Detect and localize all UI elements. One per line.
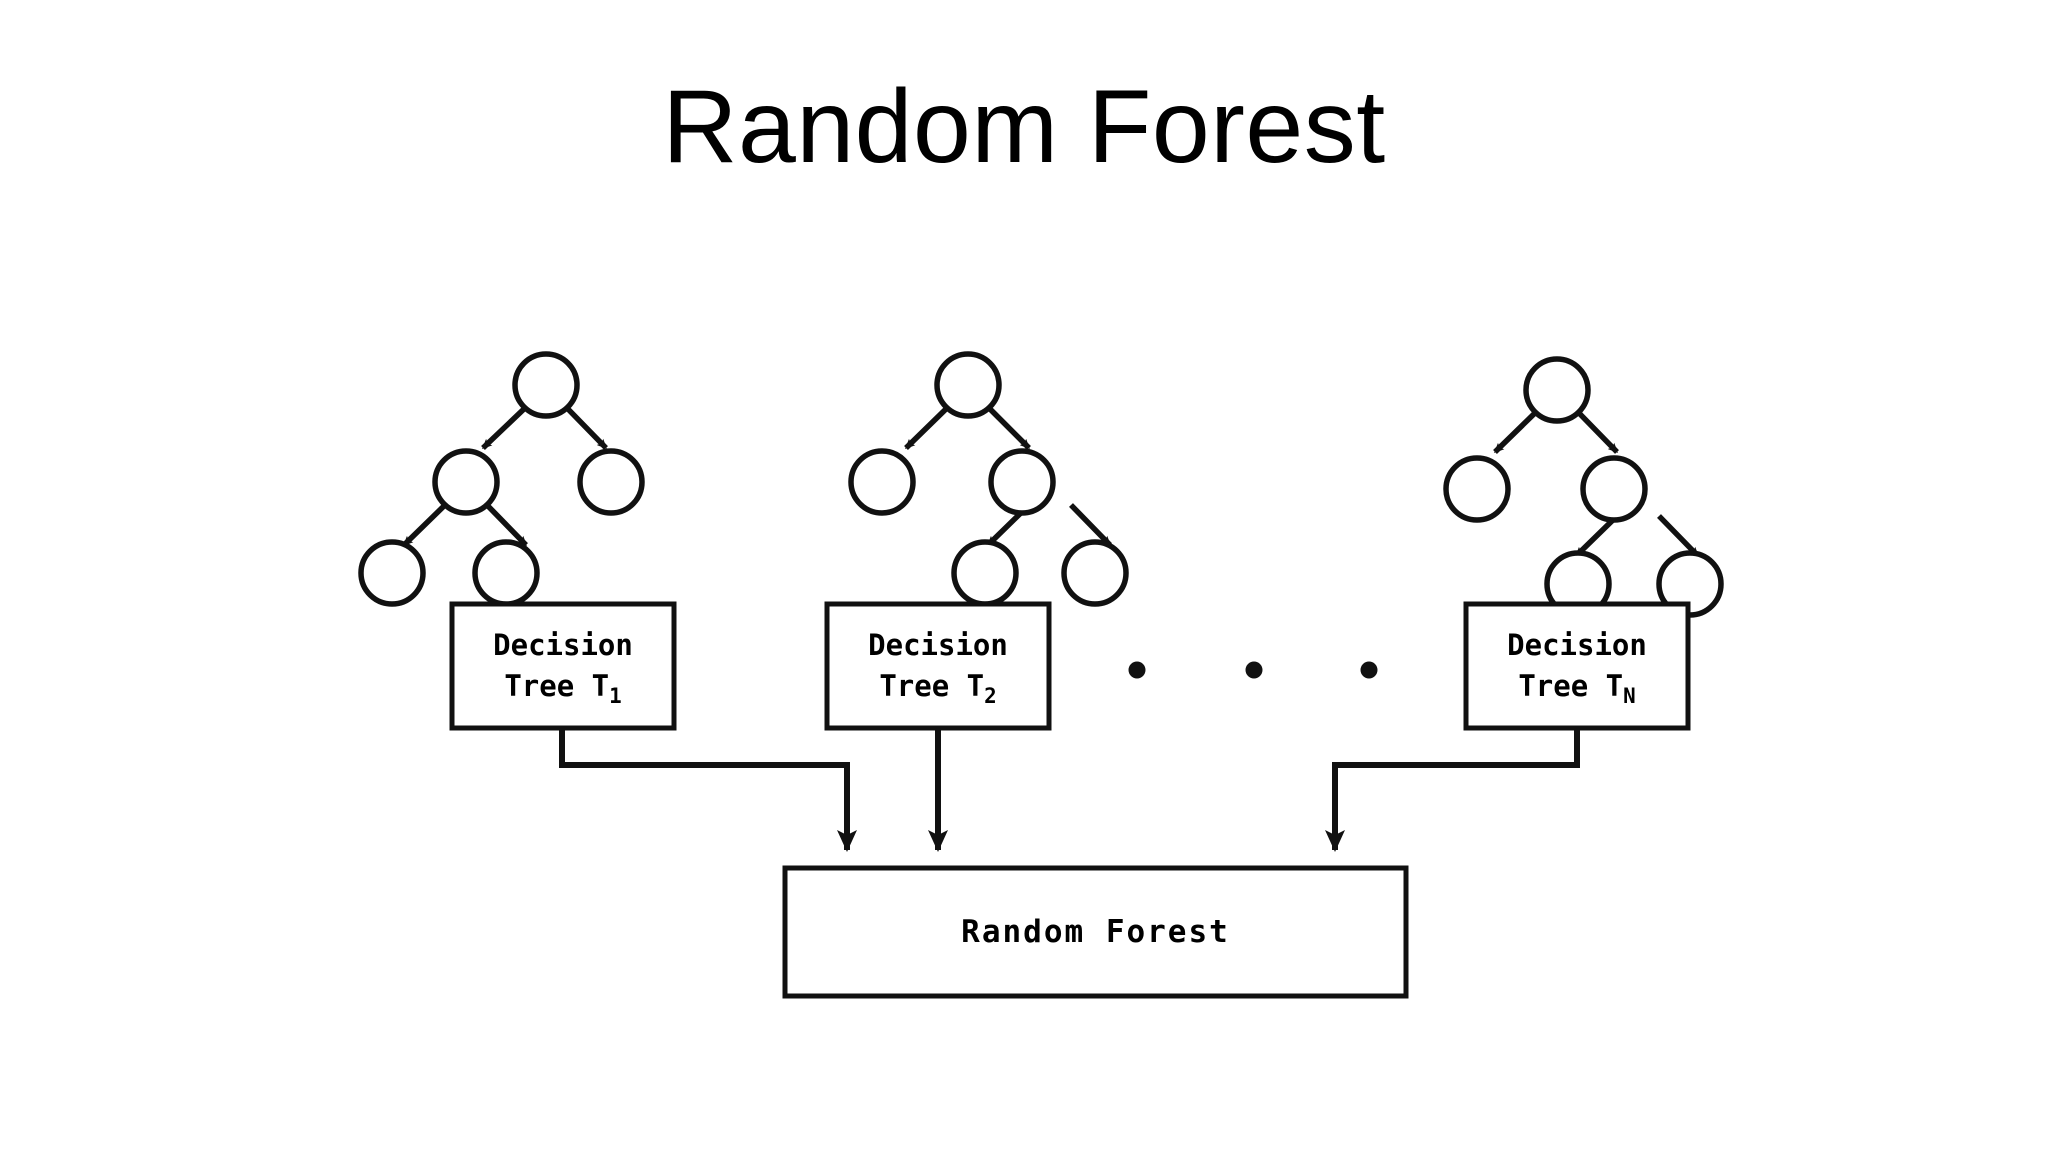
connector-tree-n-to-forest (1325, 728, 1580, 852)
ellipsis-dots (1128, 661, 1378, 679)
tree-1-edge-left-rightleaf (485, 503, 528, 547)
page-title: Random Forest (662, 69, 1386, 185)
tree-n-node-root (1526, 359, 1588, 421)
tree-1-node-left (435, 451, 497, 513)
tree-n-node-right (1583, 458, 1645, 520)
tree-1-edge-root-right (565, 406, 608, 450)
tree-n-edges (1493, 410, 1700, 558)
tree-2-edge-root-left (904, 406, 949, 450)
tree-2-edge-right-rightleaf (1069, 503, 1112, 547)
tree-2-node-leaf-b (1064, 542, 1126, 604)
connector-tree-1-to-forest (559, 728, 857, 852)
ellipsis-dot-1 (1128, 661, 1146, 679)
tree-2-node-leaf-a (954, 542, 1016, 604)
tree-n-edge-right-leftleaf (1574, 514, 1619, 558)
tree-n-edge-root-right (1576, 410, 1619, 454)
tree-1-nodes (361, 354, 642, 604)
tree-1-node-root (515, 354, 577, 416)
aggregation-connectors (559, 728, 1580, 852)
decision-tree-1-graph (361, 354, 642, 604)
tree-n-nodes (1446, 359, 1721, 615)
random-forest-box[interactable] (782, 865, 1409, 999)
tree-1-edges (402, 406, 608, 547)
ellipsis-dot-2 (1245, 661, 1263, 679)
tree-2-nodes (851, 354, 1126, 604)
tree-2-node-right (991, 451, 1053, 513)
tree-1-node-right (580, 451, 642, 513)
tree-1-node-leaf-a (361, 542, 423, 604)
decision-tree-2-box[interactable] (824, 601, 1052, 731)
tree-n-edge-right-rightleaf (1657, 514, 1700, 558)
tree-n-node-left (1446, 458, 1508, 520)
tree-2-node-left (851, 451, 913, 513)
tree-1-node-leaf-b (475, 542, 537, 604)
ellipsis-dot-3 (1360, 661, 1378, 679)
tree-1-edge-root-left (481, 406, 527, 450)
decision-tree-n-box[interactable] (1463, 601, 1691, 731)
tree-1-edge-left-leftleaf (402, 503, 447, 547)
decision-tree-2-graph (851, 354, 1126, 604)
tree-2-edge-root-right (987, 406, 1031, 450)
tree-2-node-root (937, 354, 999, 416)
tree-n-edge-root-left (1493, 410, 1538, 454)
decision-tree-1-box[interactable] (449, 601, 677, 731)
decision-tree-n-graph (1446, 359, 1721, 615)
